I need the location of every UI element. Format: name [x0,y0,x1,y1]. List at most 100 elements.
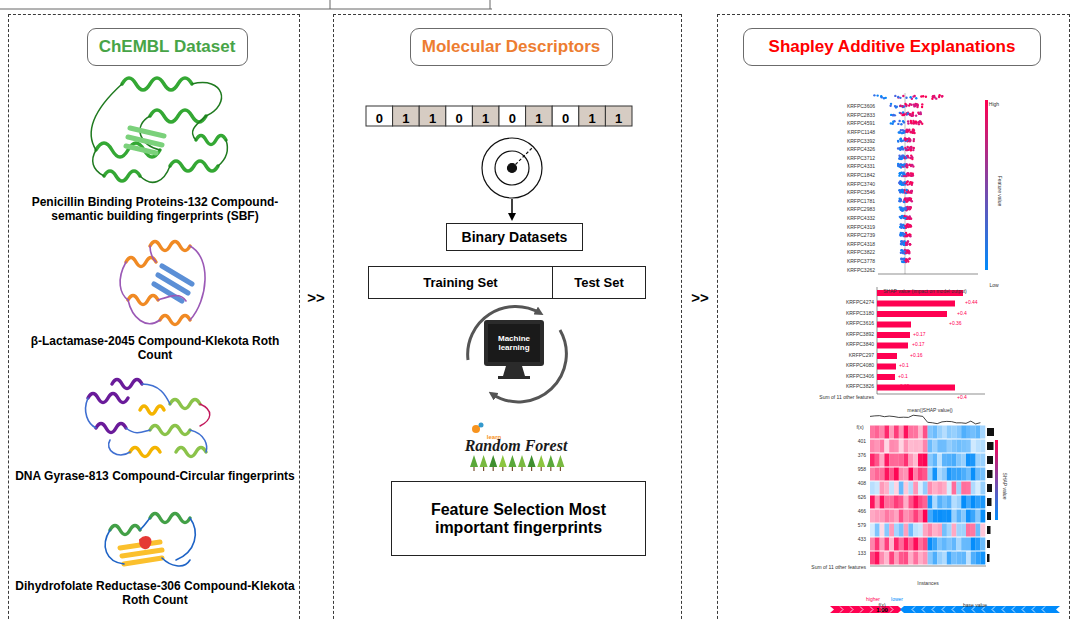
protein-illustration-part [96,78,226,181]
shap-heatmap-part-part [884,454,889,467]
label-text: KRFPC1842 [847,173,875,179]
shap-beeswarm-plot-part-part [900,158,902,160]
shap-beeswarm-plot-part-part [908,258,910,260]
shap-heatmap-part-part [913,482,918,495]
shap-heatmap-part-part [894,552,899,565]
target-icon [482,138,542,198]
tree-icons-part [528,455,536,467]
shap-beeswarm-plot-part-part [899,233,901,235]
label-text: Training Set [423,275,497,290]
tree-icons-part [547,455,555,467]
label-holder: KRFPC3616 [846,311,874,329]
fingerprint-strip-part [366,106,393,126]
protein-illustration [120,242,205,325]
shap-heatmap-part-part [987,512,991,520]
shap-beeswarm-plot-part-part [906,181,908,183]
shap-heatmap-part-part [952,496,957,509]
shap-heatmap-part-part [880,496,885,509]
shap-heatmap-part-part [956,454,961,467]
shap-beeswarm-plot-part-part [941,95,943,97]
shap-beeswarm-plot-part-part [900,225,902,227]
label-holder: KRFPC4326 [847,137,875,155]
split-box: Training SetTest Set [368,266,646,299]
shap-heatmap-part [995,440,998,520]
fingerprint-strip [366,106,632,126]
shap-heatmap-part-part [899,524,904,537]
protein-illustration-part [126,128,164,153]
shap-heatmap-part-part [889,552,894,565]
shap-beeswarm-plot-part-part [897,140,899,142]
shap-heatmap-part-part [918,510,923,523]
shap-bar-plot-part-part [877,385,955,391]
shap-beeswarm-plot-part-part [906,183,908,185]
shap-heatmap-part-part [875,482,880,495]
shap-heatmap-part-part [918,482,923,495]
label-text: DNA Gyrase-813 Compound-Circular fingerp… [15,469,295,483]
shap-heatmap-part-part [923,482,928,495]
shap-heatmap-part-part [928,524,933,537]
shap-heatmap-part-part [913,552,918,565]
shap-heatmap-part-part [899,454,904,467]
shap-force-plot-part [1022,607,1025,613]
shap-heatmap-part-part [976,426,981,439]
label-text: Feature value [996,176,1002,207]
shap-beeswarm-plot-part-part [910,149,912,151]
protein-illustration-part [154,266,192,301]
protein-illustration-part-part [218,140,228,166]
shap-heatmap-part-part [956,482,961,495]
shap-beeswarm-plot-part-part [905,260,907,262]
label-holder: mean(|SHAP value|) [907,398,952,416]
shap-heatmap-part-part [889,454,894,467]
label-holder: KRFPC3840 [846,332,874,350]
shap-heatmap-part-part [884,426,889,439]
shap-beeswarm-plot-part-part [913,105,915,107]
shap-beeswarm-plot-part-part [900,233,902,235]
shap-heatmap-part-part [870,468,875,481]
shap-beeswarm-plot-part-part [905,259,907,261]
label-text: 133 [858,551,866,557]
computer-icon [468,306,567,402]
label-text: +0.4 [957,395,967,401]
shap-heatmap-part-part [875,426,880,439]
shap-beeswarm-plot-part-part [900,243,902,245]
shap-heatmap-part-part [942,552,947,565]
shap-beeswarm-plot-part-part [911,182,913,184]
shap-heatmap-part-part [880,440,885,453]
shap-heatmap-part-part [956,496,961,509]
shap-heatmap-part-part [947,496,952,509]
label-text: +0.16 [910,353,923,359]
shap-beeswarm-plot-part-part [906,191,908,193]
label-text: KRFPC3392 [847,139,875,145]
shap-heatmap-part-part [918,496,923,509]
shap-heatmap-part-part [932,482,937,495]
shap-beeswarm-plot-part-part [920,113,922,115]
label-text: KRFPC4331 [847,164,875,170]
protein-illustration-part-part [190,430,207,452]
shap-heatmap-part-part [899,440,904,453]
shap-heatmap-part-part [961,510,966,523]
label-text: KRFPC297 [849,353,874,359]
label-text: KRFPC4591 [847,121,875,127]
label-holder: Sum of 11 other features [811,555,866,573]
protein-illustration-part-part [150,514,190,523]
shap-heatmap-part-part [928,496,933,509]
shap-beeswarm-plot-part-part [909,140,911,142]
label-holder: +0.4 [957,301,967,319]
shap-beeswarm-plot-part-part [910,224,912,226]
shap-beeswarm-plot-part-part [898,189,900,191]
shap-beeswarm-plot-part-part [901,155,903,157]
table-edge-part [490,0,491,9]
shap-beeswarm-plot-part-part [935,97,937,99]
label-text: Feature Selection Most important fingerp… [403,501,634,537]
shap-beeswarm-plot-part-part [907,240,909,242]
shap-beeswarm-plot-part-part [905,250,907,252]
label-holder: +0.17 [913,322,926,340]
shap-heatmap-part-part [980,468,985,481]
tree-icons-part [508,455,516,467]
shap-heatmap-part-part [987,456,993,464]
shap-heatmap-part-part [928,482,933,495]
protein-illustration-part-part [88,394,128,403]
shap-heatmap-part-part [976,496,981,509]
shap-heatmap-part-part [884,510,889,523]
shap-heatmap-part-part [904,510,909,523]
